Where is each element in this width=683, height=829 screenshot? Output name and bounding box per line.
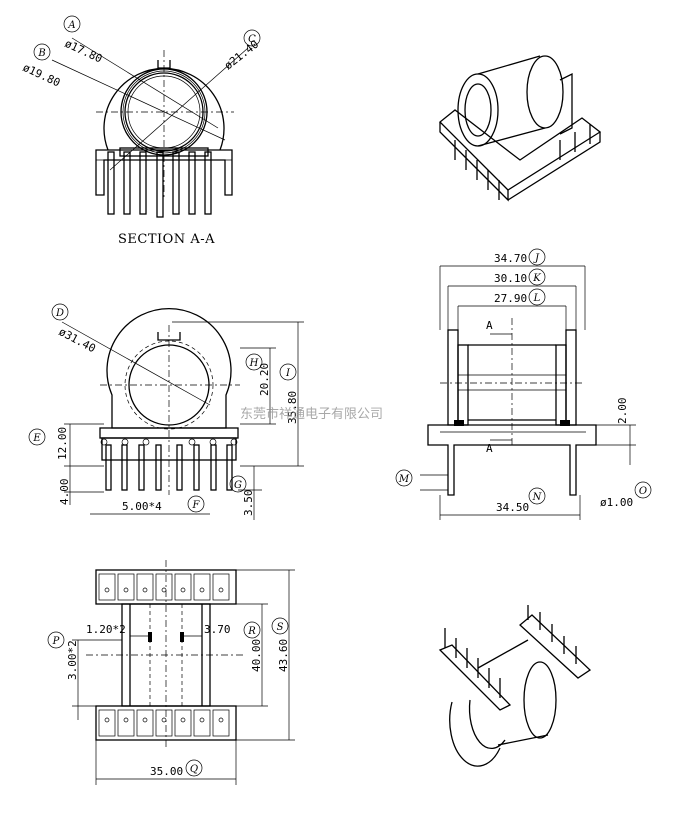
bubble-i-label: I: [285, 368, 291, 379]
bubble-p-label: P: [52, 636, 60, 647]
bubble-g-label: G: [234, 480, 242, 491]
bubble-l-label: L: [533, 293, 541, 304]
dim-r: 40.00: [250, 639, 263, 672]
dim-n: 34.50: [496, 501, 529, 514]
side-view: A A 34.70 J 30.10 K 27.90 L 2.00 M 34.50: [395, 248, 652, 520]
dim-j: 34.70: [494, 252, 527, 265]
bubble-m-label: M: [398, 474, 410, 485]
dim-q: 35.00: [150, 765, 183, 778]
dim-h: 20.20: [258, 363, 271, 396]
bubble-a-label: A: [67, 20, 75, 31]
bubble-f-label: F: [192, 500, 201, 511]
bubble-h-label: H: [249, 358, 259, 369]
dim-p: 3.00*2: [66, 640, 79, 680]
bubble-c-label: C: [248, 34, 256, 45]
bubble-n-label: N: [532, 492, 543, 503]
section-caption: SECTION A-A: [118, 232, 215, 247]
section-marker-bottom: A: [486, 442, 493, 455]
dim-s: 43.60: [277, 639, 290, 672]
dim-tab: 1.20*2: [86, 623, 126, 636]
iso-bottom-pins: [444, 605, 577, 698]
front-pins: [105, 444, 233, 491]
bubble-k-label: K: [532, 273, 541, 284]
dim-f: 5.00*4: [122, 500, 162, 513]
watermark-text: 东莞市祥通电子有限公司: [240, 406, 383, 422]
dim-m: 2.00: [616, 398, 629, 425]
bubble-q-label: Q: [190, 764, 198, 775]
bubble-r-label: R: [247, 626, 256, 637]
dim-pin-length: 4.00: [58, 479, 71, 506]
bubble-c: [243, 29, 261, 47]
dim-l: 27.90: [494, 292, 527, 305]
bottom-pin-blocks-top: [98, 573, 230, 601]
section-marker-top: A: [486, 319, 493, 332]
bubble-j-label: J: [533, 253, 540, 264]
bottom-view: P 3.00*2 1.20*2 3.70 R 40.00 S 43.60 35.…: [47, 560, 295, 785]
bubble-s-label: S: [277, 622, 284, 633]
iso-top-pins: [454, 124, 591, 200]
dim-o: ø1.00: [600, 496, 633, 509]
dim-b: ø19.80: [21, 61, 63, 90]
section-view: A ø17.80 B ø19.80 C ø21.40 SECTION A-A: [21, 15, 261, 247]
bottom-pin-blocks-bottom: [98, 709, 230, 737]
bubble-a: [63, 15, 81, 33]
dim-g: 3.50: [242, 490, 255, 517]
dim-r-value: 3.70: [204, 623, 231, 636]
dim-c: ø21.40: [222, 38, 261, 73]
isometric-view-top: [439, 55, 602, 202]
dim-k: 30.10: [494, 272, 527, 285]
isometric-view-bottom: [438, 605, 592, 767]
section-pins: [107, 147, 212, 218]
bubble-b: [33, 43, 51, 61]
bubble-b-label: B: [37, 48, 45, 59]
dim-a: ø17.80: [63, 37, 105, 66]
bubble-d-label: D: [55, 308, 64, 319]
dim-d: ø31.40: [57, 325, 98, 355]
front-view: D ø31.40 H 20.20 I 35.80 E 12.00 4.00 5.…: [28, 303, 304, 520]
dim-i: 35.80: [286, 391, 299, 424]
bubble-o-label: O: [639, 486, 647, 497]
bubble-e-label: E: [32, 433, 41, 444]
dim-e: 12.00: [56, 427, 69, 460]
